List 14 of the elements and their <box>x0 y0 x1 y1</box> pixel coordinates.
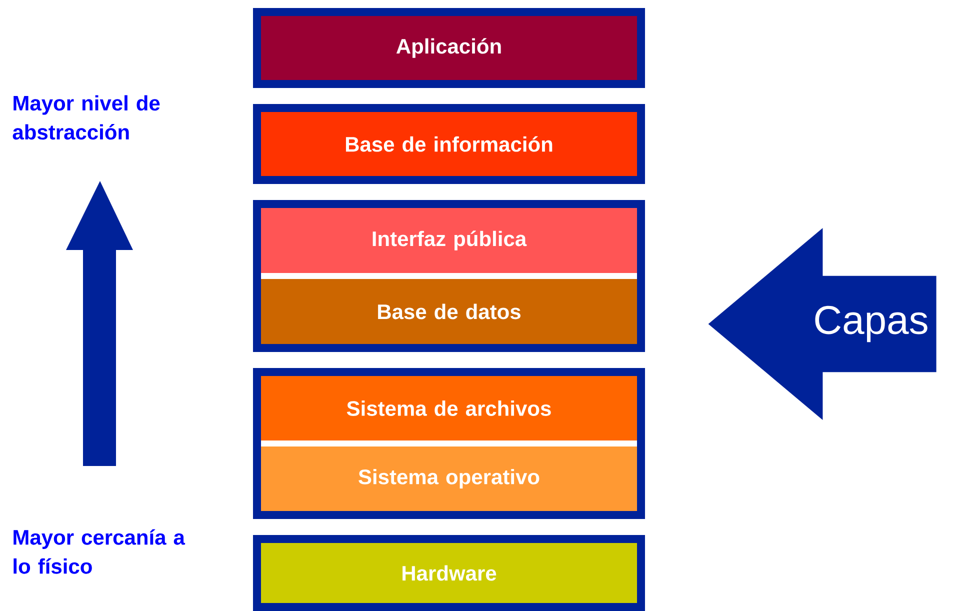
layer-box: Hardware <box>261 543 637 603</box>
layer-frame <box>253 8 645 88</box>
layer-box: Sistema de archivos <box>261 376 637 440</box>
layer-frame <box>253 535 645 611</box>
layer-box: Aplicación <box>261 16 637 80</box>
side-label: Mayor cercanía a lo físico <box>14 529 186 574</box>
layer-box: Base de datos <box>261 279 637 344</box>
layer-frame <box>253 104 645 184</box>
layer-box: Interfaz pública <box>261 208 637 273</box>
layer-box: Base de información <box>261 112 637 176</box>
side-label: Mayor nivel de abstracción <box>12 95 160 140</box>
layer-frame <box>253 200 645 352</box>
layer-box: Sistema operativo <box>261 446 637 511</box>
layer-frame <box>253 368 645 519</box>
